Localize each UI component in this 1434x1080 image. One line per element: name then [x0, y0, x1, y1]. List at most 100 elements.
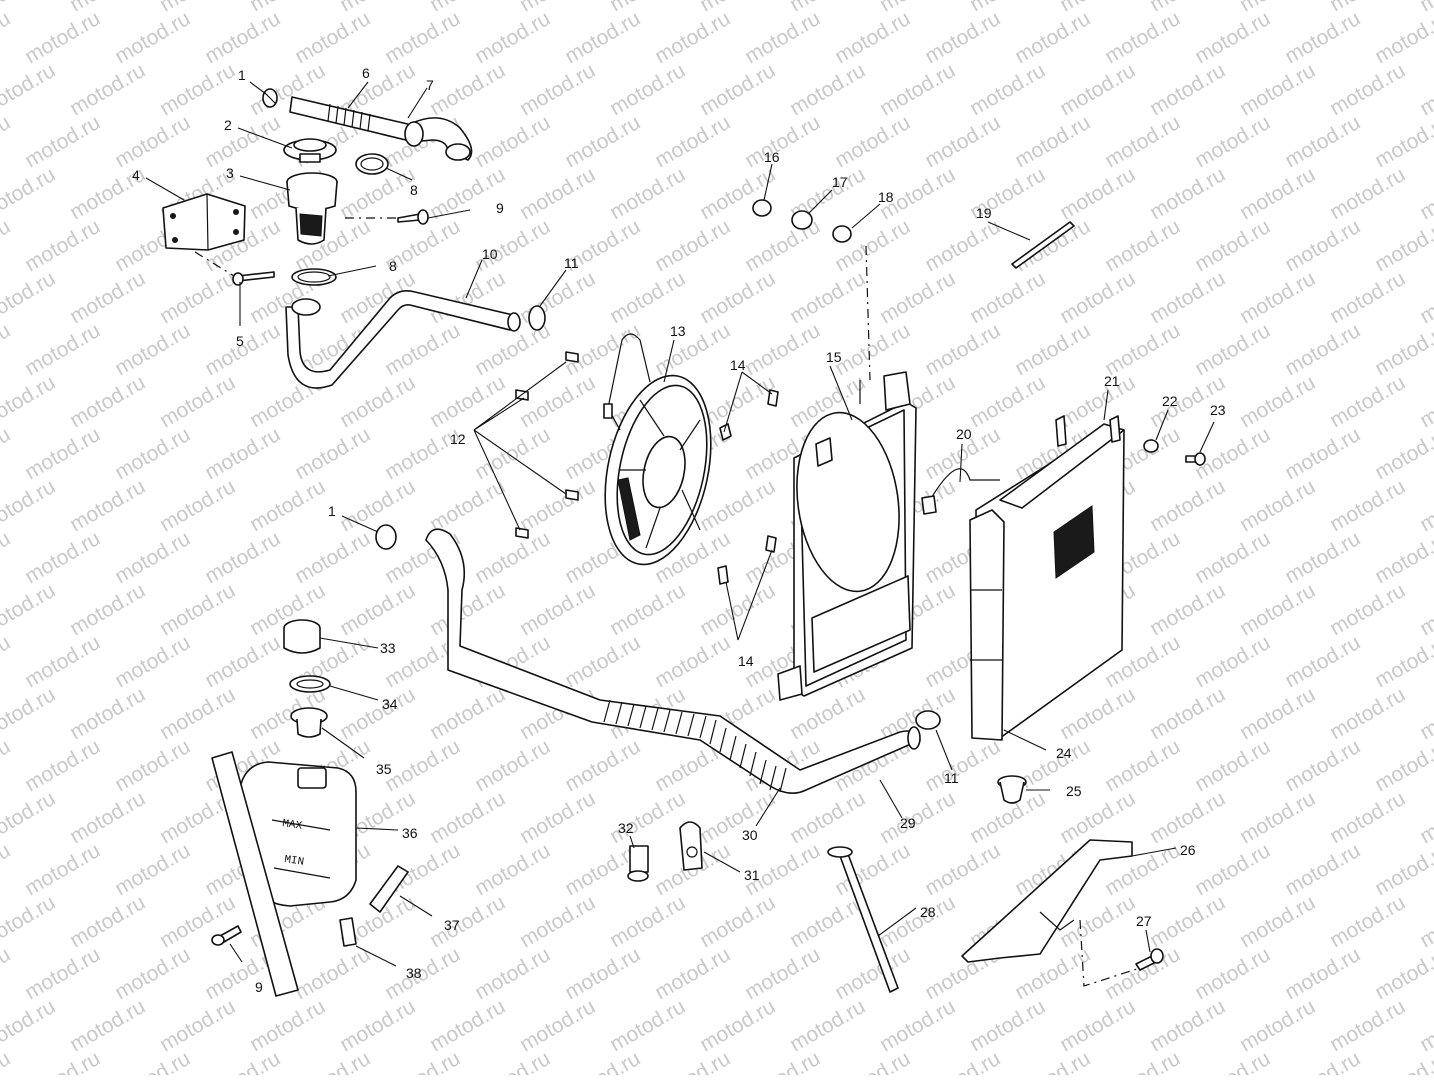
watermark-text: motod.ru [426, 59, 509, 120]
callout-14: 14 [738, 653, 754, 669]
watermark-text: motod.ru [966, 59, 1049, 120]
clamp-part-31 [679, 821, 703, 871]
watermark-text: motod.ru [21, 111, 104, 172]
watermark-text: motod.ru [876, 787, 959, 848]
clamp-part-1-lower [375, 524, 397, 550]
watermark-text: motod.ru [471, 423, 554, 484]
watermark-text: motod.ru [1011, 7, 1094, 68]
watermark-text: motod.ru [696, 59, 779, 120]
watermark-text: motod.ru [516, 787, 599, 848]
callout-2: 2 [224, 117, 232, 133]
watermark-text: motod.ru [111, 527, 194, 588]
watermark-text: motod.ru [66, 787, 149, 848]
watermark-text: motod.ru [1371, 631, 1434, 692]
watermark-text: motod.ru [1146, 163, 1229, 224]
watermark-text: motod.ru [246, 995, 329, 1056]
watermark-text: motod.ru [696, 995, 779, 1056]
callout-3: 3 [226, 165, 234, 181]
watermark-text: motod.ru [21, 839, 104, 900]
leader-lines [145, 81, 1215, 967]
watermark-text: motod.ru [1326, 267, 1409, 328]
watermark-text: motod.ru [1371, 839, 1434, 900]
watermark-text: motod.ru [696, 475, 779, 536]
watermark-text: motod.ru [696, 787, 779, 848]
grommet-part-18 [832, 225, 852, 243]
watermark-text: motod.ru [201, 111, 284, 172]
watermark-text: motod.ru [1146, 475, 1229, 536]
watermark-text: motod.ru [651, 1047, 734, 1075]
watermark-text: motod.ru [1056, 371, 1139, 432]
callout-18: 18 [878, 189, 894, 205]
watermark-text: motod.ru [1326, 163, 1409, 224]
watermark-text: motod.ru [1416, 371, 1434, 432]
watermark-text: motod.ru [1326, 579, 1409, 640]
watermark-text: motod.ru [876, 267, 959, 328]
callout-labels: 1 6 7 2 3 4 8 9 5 8 10 11 12 13 14 14 15… [132, 65, 1226, 995]
screws-part-12 [515, 351, 579, 539]
hose-part-10 [285, 290, 521, 389]
watermark-text: motod.ru [381, 319, 464, 380]
watermark-text: motod.ru [336, 371, 419, 432]
watermark-text: motod.ru [1236, 995, 1319, 1056]
watermark-text: motod.ru [1056, 267, 1139, 328]
watermark-text: motod.ru [0, 475, 59, 536]
watermark-text: motod.ru [1056, 163, 1139, 224]
watermark-text: motod.ru [561, 111, 644, 172]
watermark-text: motod.ru [1191, 7, 1274, 68]
watermark-text: motod.ru [831, 1047, 914, 1075]
watermark-text: motod.ru [1191, 631, 1274, 692]
watermark-text: motod.ru [651, 7, 734, 68]
watermark-text: motod.ru [786, 995, 869, 1056]
watermark-text: motod.ru [0, 371, 59, 432]
callout-38: 38 [406, 965, 422, 981]
watermark-text: motod.ru [1146, 579, 1229, 640]
callout-26: 26 [1180, 842, 1196, 858]
watermark-text: motod.ru [921, 7, 1004, 68]
watermark-text: motod.ru [246, 0, 329, 16]
callout-21: 21 [1104, 373, 1120, 389]
min-mark: MIN [283, 854, 304, 869]
watermark-text: motod.ru [1056, 995, 1139, 1056]
watermark-text: motod.ru [561, 7, 644, 68]
watermark-text: motod.ru [1191, 839, 1274, 900]
tank-cap-part-33 [283, 619, 321, 654]
watermark-text: motod.ru [1236, 475, 1319, 536]
callout-22: 22 [1162, 393, 1178, 409]
watermark-text: motod.ru [111, 735, 194, 796]
watermark-text: motod.ru [1281, 215, 1364, 276]
watermark-text: motod.ru [1281, 839, 1364, 900]
clamp-part-8-top [355, 153, 389, 175]
watermark-text: motod.ru [1191, 735, 1274, 796]
watermark-text: motod.ru [1146, 891, 1229, 952]
callout-32: 32 [618, 820, 634, 836]
watermark-text: motod.ru [1416, 163, 1434, 224]
clamp-part-8-lower [291, 268, 337, 286]
watermark-text: motod.ru [1281, 943, 1364, 1004]
watermark-text: motod.ru [651, 631, 734, 692]
watermark-text: motod.ru [1371, 7, 1434, 68]
watermark-text: motod.ru [0, 579, 59, 640]
watermark-text: motod.ru [201, 423, 284, 484]
watermark-text: motod.ru [561, 1047, 644, 1075]
callout-24: 24 [1056, 745, 1072, 761]
bracket-part-26 [961, 839, 1133, 963]
watermark-text: motod.ru [156, 683, 239, 744]
watermark-text: motod.ru [66, 371, 149, 432]
watermark-text: motod.ru [0, 527, 14, 588]
watermark-text: motod.ru [336, 475, 419, 536]
watermark-text: motod.ru [111, 631, 194, 692]
watermark-text: motod.ru [1281, 631, 1364, 692]
watermark-text: motod.ru [1101, 735, 1184, 796]
watermark-text: motod.ru [66, 475, 149, 536]
watermark-text: motod.ru [1281, 527, 1364, 588]
plug-part-25 [997, 775, 1027, 804]
watermark-text: motod.ru [1281, 423, 1364, 484]
watermark-text: motod.ru [966, 995, 1049, 1056]
callout-20: 20 [956, 426, 972, 442]
watermark-text: motod.ru [21, 1047, 104, 1075]
watermark-text: motod.ru [1281, 7, 1364, 68]
watermark-text: motod.ru [471, 111, 554, 172]
watermark-text: motod.ru [786, 267, 869, 328]
clamp-part-1-top [262, 88, 278, 108]
callout-30: 30 [742, 827, 758, 843]
